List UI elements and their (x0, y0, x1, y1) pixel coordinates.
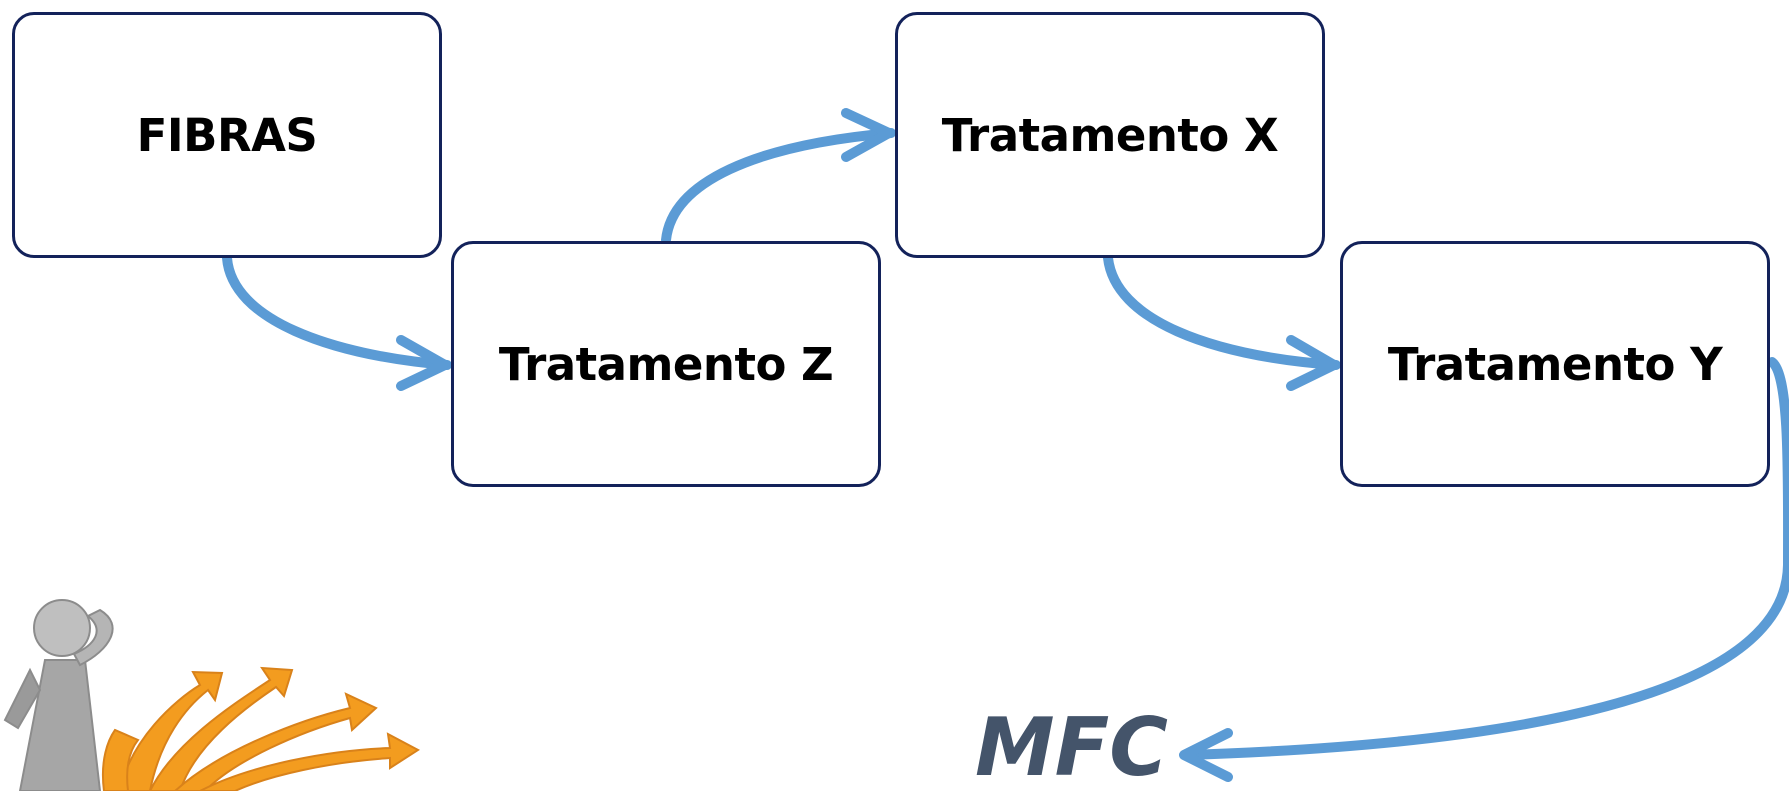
node-treatment-x: Tratamento X (895, 12, 1325, 258)
arrow-y-to-mfc (1181, 357, 1789, 760)
arrow-fibras-to-z-head (396, 335, 450, 391)
node-fibras-label: FIBRAS (136, 108, 318, 162)
node-treatment-y-label: Tratamento Y (1387, 337, 1723, 391)
arrow-x-to-y-head (1286, 335, 1339, 391)
node-treatment-z-label: Tratamento Z (498, 337, 834, 391)
result-mfc-label: MFC (975, 701, 1168, 794)
arrow-z-to-x-head (841, 108, 894, 162)
branching-arrows-icon (101, 666, 420, 791)
node-treatment-x-label: Tratamento X (941, 108, 1279, 162)
thinking-person-with-branching-arrows-icon (3, 599, 420, 791)
node-treatment-y: Tratamento Y (1340, 241, 1770, 487)
arrow-y-to-mfc-head (1179, 728, 1233, 782)
arrow-fibras-to-z (222, 253, 452, 370)
arrow-x-to-y (1103, 253, 1341, 370)
thinking-person-icon (3, 599, 114, 791)
node-fibras: FIBRAS (12, 12, 442, 258)
arrow-z-to-x (661, 128, 896, 245)
node-treatment-z: Tratamento Z (451, 241, 881, 487)
